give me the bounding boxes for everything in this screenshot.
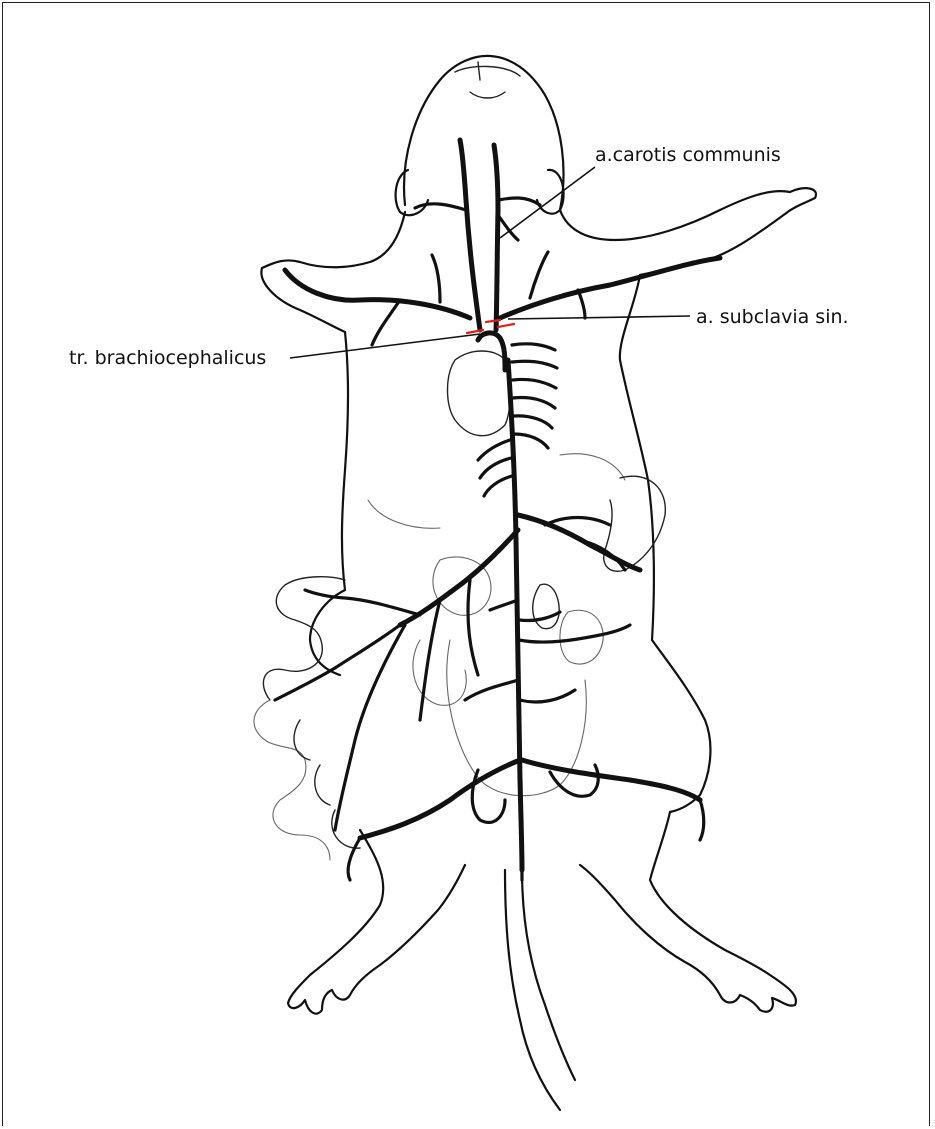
tail	[505, 870, 575, 1110]
right-hind-leg	[580, 812, 796, 1012]
caudal-artery	[521, 780, 522, 880]
pelvic-loop-left	[472, 770, 505, 822]
intercostal-arteries	[478, 344, 557, 496]
right-subclavian	[285, 270, 470, 318]
leader-lines	[290, 167, 690, 358]
intercostal-right-6	[514, 434, 548, 448]
lumbar-branch-left	[465, 680, 519, 700]
intercostal-right-3	[513, 379, 556, 388]
left-shoulder-branch	[578, 290, 585, 318]
intercostal-right-4	[513, 397, 555, 408]
label-tr-brachiocephalicus: tr. brachiocephalicus	[69, 347, 266, 369]
mesenteric-branch-4	[420, 600, 440, 720]
femoral-right	[700, 800, 704, 840]
label-subclavia-sin: a. subclavia sin.	[696, 306, 849, 328]
mesenteric-branch-5	[468, 580, 478, 675]
right-neck-branch	[432, 255, 440, 302]
left-carotid	[494, 145, 498, 330]
right-thoracic-branch	[372, 300, 400, 345]
intestine-loop-outer	[254, 700, 330, 860]
snout-detail	[455, 62, 520, 98]
facial-branch-right	[498, 198, 540, 205]
left-shoulder	[262, 212, 405, 268]
gonadal-artery	[519, 625, 630, 642]
leader-brachiocephalicus	[290, 334, 480, 358]
leader-subclavia	[508, 316, 690, 319]
intestine-loop-inner	[294, 720, 360, 848]
celiac-trunk	[518, 515, 640, 570]
intercostal-left-2	[480, 458, 511, 478]
gastric-branch	[545, 518, 610, 526]
left-hip	[310, 590, 345, 675]
right-flank	[620, 275, 711, 812]
mesenteric-branch-3	[335, 625, 405, 830]
head-outline	[404, 56, 563, 210]
intercostal-left-3	[484, 476, 512, 496]
mesenteric-branch-1	[275, 625, 400, 700]
heart-outline	[448, 351, 511, 436]
right-renal-artery	[490, 600, 518, 610]
intercostal-right-1	[512, 344, 555, 350]
ligature-brachiocephalic	[467, 330, 483, 333]
intercostal-left-1	[478, 440, 510, 460]
left-flank	[342, 332, 348, 590]
left-ear	[396, 170, 428, 215]
body-outline	[261, 56, 816, 1110]
right-iliac-artery	[522, 760, 700, 800]
mesenteric-artery	[400, 530, 518, 625]
left-axillary-branch	[530, 252, 548, 298]
left-renal-artery	[519, 612, 560, 621]
ligature-subclavia-2	[498, 324, 514, 327]
label-carotis-communis: a.carotis communis	[595, 144, 781, 166]
mesenteric-branch-2	[305, 590, 420, 615]
intercostal-right-2	[512, 361, 557, 368]
left-kidney	[533, 584, 559, 628]
femoral-left	[348, 838, 360, 880]
right-carotid	[460, 140, 480, 330]
leader-carotis	[500, 167, 595, 238]
left-hind-leg	[288, 830, 465, 1014]
left-iliac-artery	[360, 760, 520, 838]
lumbar-branch-right	[520, 690, 575, 702]
intercostal-right-5	[514, 416, 552, 428]
